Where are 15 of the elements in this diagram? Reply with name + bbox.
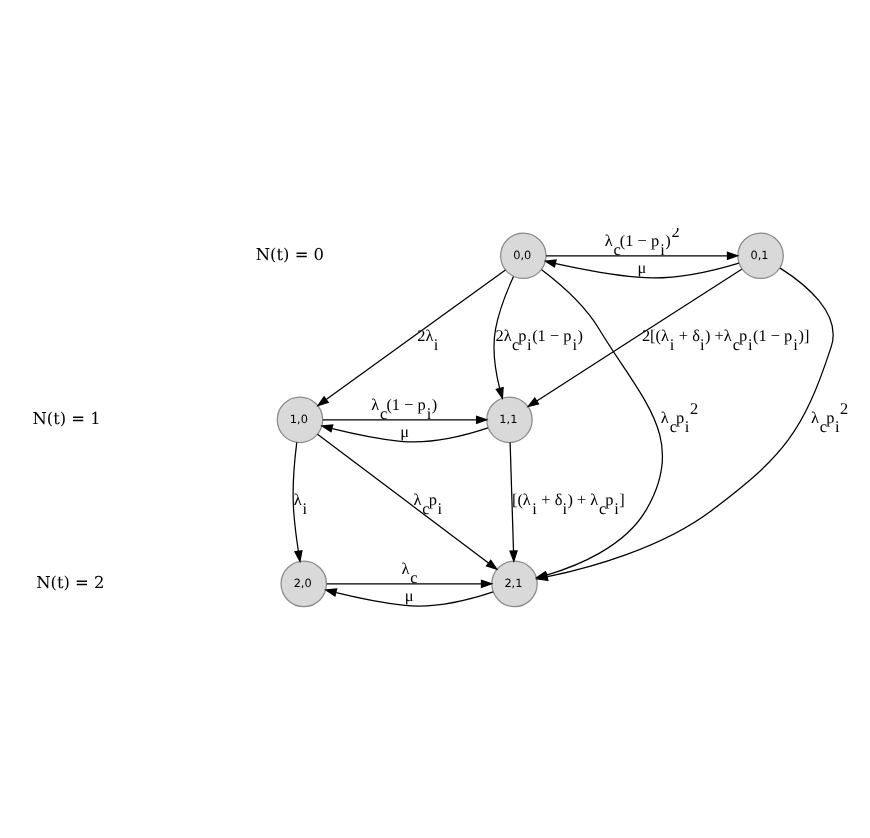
label: N(t) = 1: [32, 407, 101, 428]
arrow: [324, 587, 494, 606]
arrow: [526, 267, 743, 407]
arrow: [545, 250, 740, 260]
arrow: [316, 268, 507, 406]
arrow: [543, 258, 740, 278]
arrow: [322, 414, 489, 424]
arrow: [316, 432, 499, 570]
arrow: [493, 274, 515, 400]
arrow: [326, 578, 494, 588]
arrow: [509, 440, 518, 562]
arrow: [292, 440, 303, 563]
label: N(t) = 0: [255, 243, 325, 264]
label: N(t) = 2: [36, 571, 105, 592]
arrow: [320, 423, 489, 442]
